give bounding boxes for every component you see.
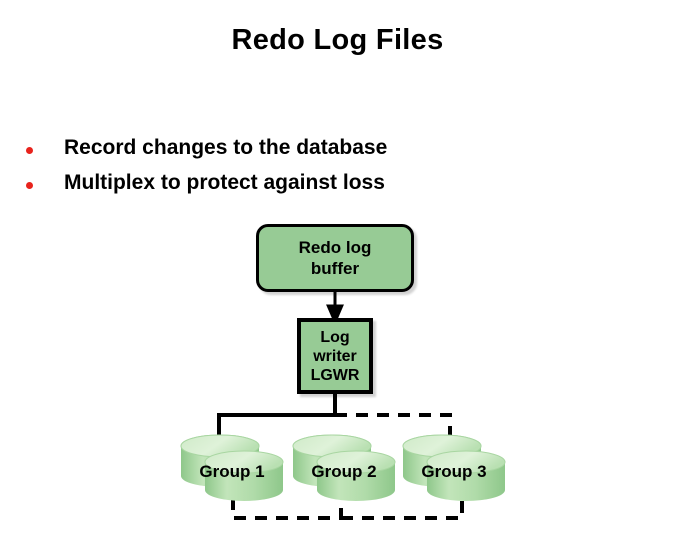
group-label: Group 3 bbox=[421, 462, 487, 481]
redo-log-buffer-label: Redo log buffer bbox=[298, 238, 372, 278]
bullet-item: Record changes to the database bbox=[0, 135, 675, 170]
bullet-dot-icon bbox=[26, 147, 33, 154]
double-cylinder-icon bbox=[180, 434, 284, 501]
bullet-text: Multiplex to protect against loss bbox=[64, 171, 385, 194]
log-writer-node[interactable]: Log writer LGWR bbox=[297, 318, 373, 394]
group-node-3[interactable]: Group 3 bbox=[398, 432, 510, 504]
group-label: Group 2 bbox=[311, 462, 377, 481]
group-node-1[interactable]: Group 1 bbox=[176, 432, 288, 504]
connector-group1-to-group2 bbox=[231, 498, 343, 520]
bullet-list: Record changes to the database Multiplex… bbox=[0, 135, 675, 205]
page-title: Redo Log Files bbox=[231, 24, 444, 56]
group-label: Group 1 bbox=[199, 462, 265, 481]
connector-lgwr-to-group3 bbox=[335, 413, 452, 462]
double-cylinder-icon bbox=[402, 434, 506, 501]
bullet-item: Multiplex to protect against loss bbox=[0, 170, 675, 205]
redo-log-buffer-node[interactable]: Redo log buffer bbox=[256, 224, 414, 292]
bullet-text: Record changes to the database bbox=[64, 136, 388, 159]
double-cylinder-icon bbox=[292, 434, 396, 501]
log-writer-label: Log writer LGWR bbox=[310, 328, 360, 384]
connector-group2-to-group3 bbox=[341, 498, 464, 520]
bullet-dot-icon bbox=[26, 182, 33, 189]
group-node-2[interactable]: Group 2 bbox=[288, 432, 400, 504]
